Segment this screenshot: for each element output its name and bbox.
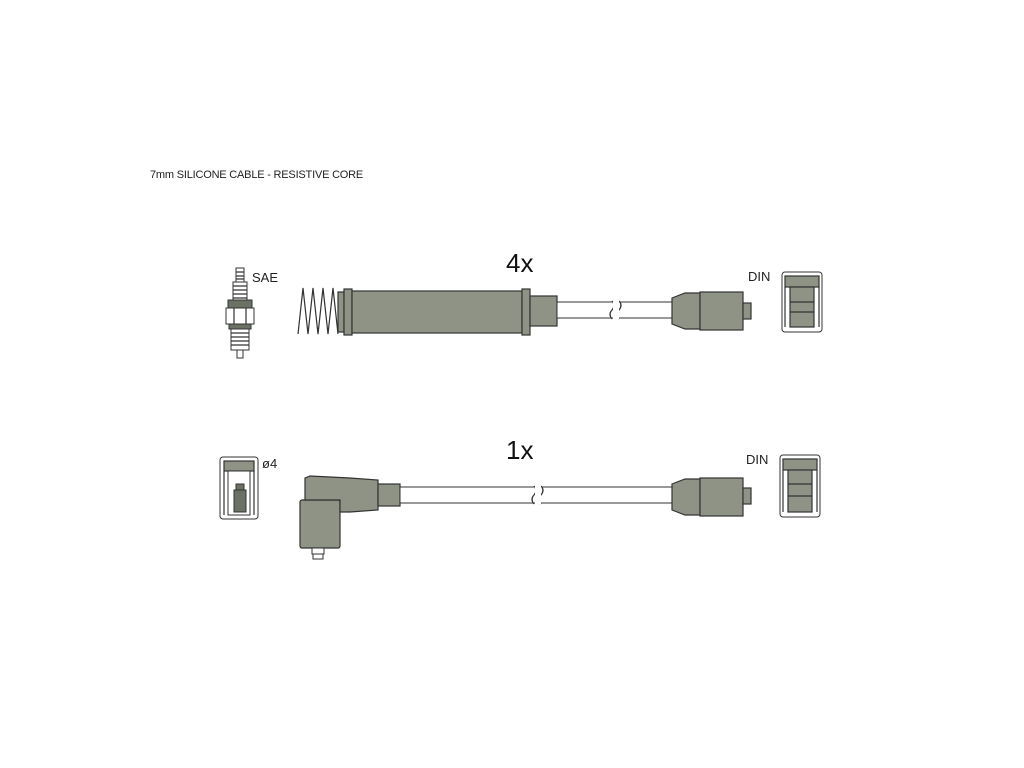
sae-spark-plug-icon xyxy=(225,267,255,359)
set-1-quantity: 4x xyxy=(506,248,534,278)
set-2-left-terminal-label: ø4 xyxy=(262,456,278,471)
din-boot-icon xyxy=(671,477,752,517)
din-terminal-icon xyxy=(779,454,821,518)
long-plug-boot-icon xyxy=(337,288,558,336)
set-1-left-terminal-label: SAE xyxy=(252,270,279,285)
cable-spec-caption: 7mm SILICONE CABLE - RESISTIVE CORE xyxy=(150,169,364,181)
spring-contact-icon xyxy=(297,287,339,335)
o4-terminal-icon xyxy=(219,456,259,520)
set-2-right-terminal-label: DIN xyxy=(746,452,769,467)
set-1-right-terminal-label: DIN xyxy=(748,269,771,284)
din-terminal-icon xyxy=(781,271,823,333)
din-boot-icon xyxy=(671,291,752,331)
cable-1-icon xyxy=(556,300,678,320)
set-2-quantity: 1x xyxy=(506,435,534,465)
cable-2-icon xyxy=(399,485,681,505)
angled-plug-boot-icon xyxy=(299,475,401,560)
